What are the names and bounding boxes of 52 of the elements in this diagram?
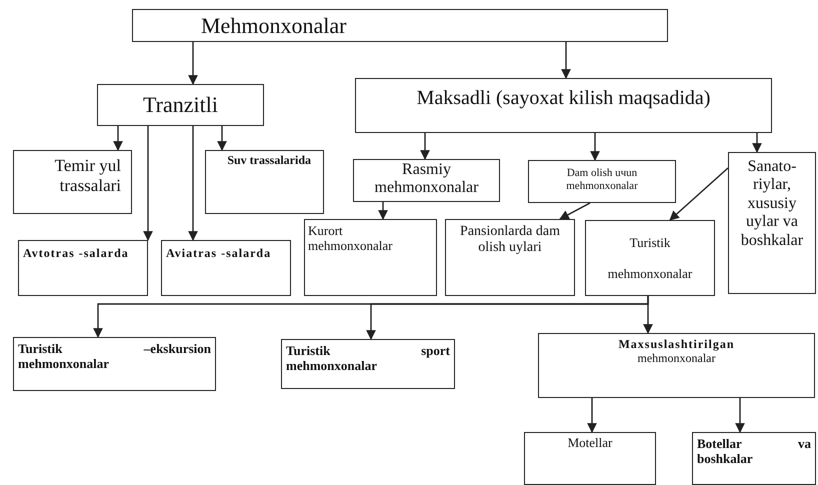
category-box xyxy=(692,432,816,485)
category-box xyxy=(585,220,715,296)
box-label: Motellar xyxy=(566,436,614,451)
box-label: Temir yul trassalari xyxy=(54,156,121,196)
box-label: Turistik mehmonxonalar xyxy=(606,234,694,284)
arrow xyxy=(143,126,153,241)
box-label: Maxsuslashtirilgan xyxy=(617,338,736,352)
arrow xyxy=(113,126,123,151)
box-label: Turistik sport mehmonxonalar xyxy=(286,344,450,374)
arrow xyxy=(188,42,198,85)
box-label: Tranzitli xyxy=(142,92,219,118)
box-label: Mehmonxonalar xyxy=(201,13,348,38)
arrow xyxy=(378,202,388,220)
category-box xyxy=(538,333,815,398)
arrow xyxy=(735,398,745,433)
arrow xyxy=(752,133,762,153)
category-box xyxy=(355,78,772,133)
arrow xyxy=(217,126,227,151)
box-label: Rasmiy mehmonxonalar xyxy=(374,161,480,198)
category-box xyxy=(445,219,575,296)
category-box xyxy=(728,152,816,294)
arrow xyxy=(643,296,653,334)
box-label: Kurort mehmonxonalar xyxy=(308,224,394,254)
category-box xyxy=(13,150,132,214)
box-label: Botellar va boshkalar xyxy=(697,437,811,467)
box-label: Avtotras -salarda xyxy=(23,247,130,261)
category-box xyxy=(353,159,500,202)
arrow xyxy=(420,133,430,160)
category-box xyxy=(13,337,216,391)
category-box xyxy=(524,432,656,485)
category-box xyxy=(97,84,264,126)
box-label: Suv trassalarida xyxy=(226,154,311,168)
box-label: Aviatras -salarda xyxy=(166,247,272,261)
category-box xyxy=(132,9,668,42)
category-box xyxy=(528,160,676,203)
arrow xyxy=(587,398,597,433)
arrow xyxy=(669,167,728,221)
category-box xyxy=(205,150,324,214)
box-label: Sanato- riylar, xususiy uylar va boshkalar xyxy=(740,158,804,250)
box-label: Dam olish uчun mehmonxonalar xyxy=(565,167,639,192)
box-label: Turistik –ekskursion mehmonxonalar xyxy=(18,342,211,372)
category-box xyxy=(161,240,291,296)
arrow xyxy=(590,133,600,161)
category-box xyxy=(304,219,437,296)
arrow xyxy=(188,126,198,241)
category-box xyxy=(18,240,148,296)
arrow xyxy=(561,42,571,79)
box-sublabel: mehmonxonalar xyxy=(638,352,716,366)
box-label: Pansionlarda dam olish uylari xyxy=(459,224,561,256)
category-box xyxy=(281,339,455,389)
box-label: Maksadli (sayoxat kilish maqsadida) xyxy=(416,87,712,110)
arrow xyxy=(559,202,590,220)
